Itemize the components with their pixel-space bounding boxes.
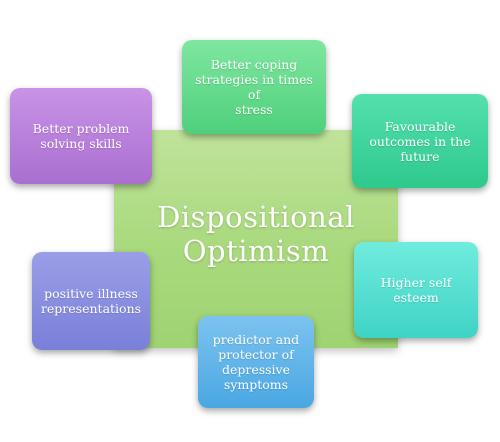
node-problem-solving: Better problem solving skills bbox=[10, 88, 152, 184]
node-depressive-symptoms-label: predictor and protector of depressive sy… bbox=[212, 332, 300, 392]
node-self-esteem: Higher self esteem bbox=[354, 242, 478, 338]
node-illness-representations: positive illness representations bbox=[32, 252, 150, 350]
center-line-1: Dispositional bbox=[157, 200, 355, 234]
center-line-2: Optimism bbox=[182, 234, 330, 268]
center-concept-box bbox=[114, 130, 398, 348]
node-better-coping-label: Better coping strategies in times of str… bbox=[195, 57, 313, 117]
node-favourable-outcomes-label: Favourable outcomes in the future bbox=[369, 118, 471, 164]
node-depressive-symptoms: predictor and protector of depressive sy… bbox=[198, 316, 314, 408]
node-self-esteem-label: Higher self esteem bbox=[380, 275, 452, 305]
node-illness-representations-label: positive illness representations bbox=[40, 286, 142, 316]
node-problem-solving-label: Better problem solving skills bbox=[32, 121, 130, 151]
node-better-coping: Better coping strategies in times of str… bbox=[182, 40, 326, 134]
center-concept-label: Dispositional Optimism bbox=[114, 200, 398, 268]
node-favourable-outcomes: Favourable outcomes in the future bbox=[352, 94, 488, 188]
